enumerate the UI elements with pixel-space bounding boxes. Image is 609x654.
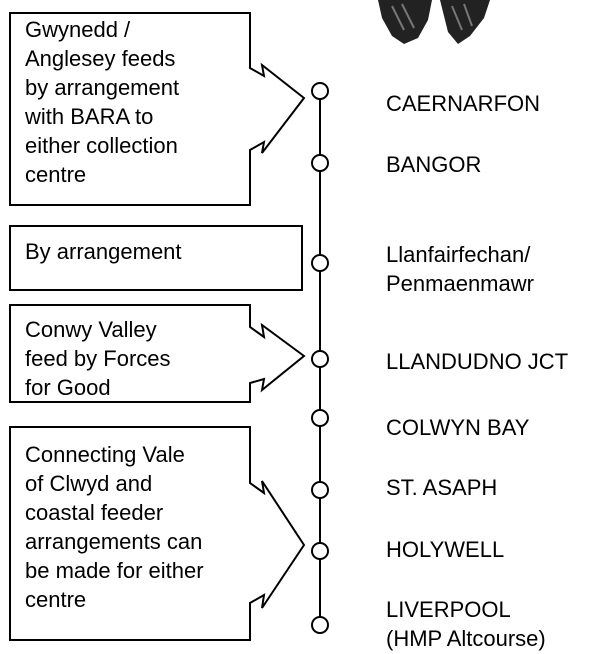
- station-marker-llanfairfechan: [311, 254, 329, 272]
- callout-text-conwy: Conwy Valley feed by Forces for Good: [25, 317, 171, 400]
- station-label-llandudno: LLANDUDNO JCT: [386, 349, 569, 374]
- callout-text-gwynedd: Gwynedd / Anglesey feeds by arrangement …: [25, 17, 180, 187]
- station-marker-st-asaph: [311, 481, 329, 499]
- station-marker-caernarfon: [311, 82, 329, 100]
- station-label-holywell: HOLYWELL: [386, 537, 505, 562]
- station-marker-liverpool: [311, 616, 329, 634]
- station-marker-bangor: [311, 154, 329, 172]
- top-graphic: [378, 0, 490, 44]
- station-marker-holywell: [311, 542, 329, 560]
- callout-box-arrangement: [9, 225, 303, 291]
- callout-box-conwy: [9, 304, 306, 403]
- callout-text-arrangement: By arrangement: [25, 239, 182, 264]
- station-label-caernarfon: CAERNARFON: [386, 91, 541, 116]
- station-label-st-asaph: ST. ASAPH: [386, 475, 498, 500]
- callout-text-clwyd: Connecting Vale of Clwyd and coastal fee…: [25, 442, 204, 612]
- station-marker-llandudno: [311, 350, 329, 368]
- station-label-llanfairfechan: Llanfairfechan/ Penmaenmawr: [386, 242, 534, 296]
- callout-box-gwynedd: [9, 12, 306, 206]
- callout-box-clwyd: [9, 426, 306, 641]
- station-label-colwyn: COLWYN BAY: [386, 415, 530, 440]
- station-label-bangor: BANGOR: [386, 152, 482, 177]
- station-marker-colwyn: [311, 409, 329, 427]
- station-label-liverpool: LIVERPOOL (HMP Altcourse): [386, 597, 546, 651]
